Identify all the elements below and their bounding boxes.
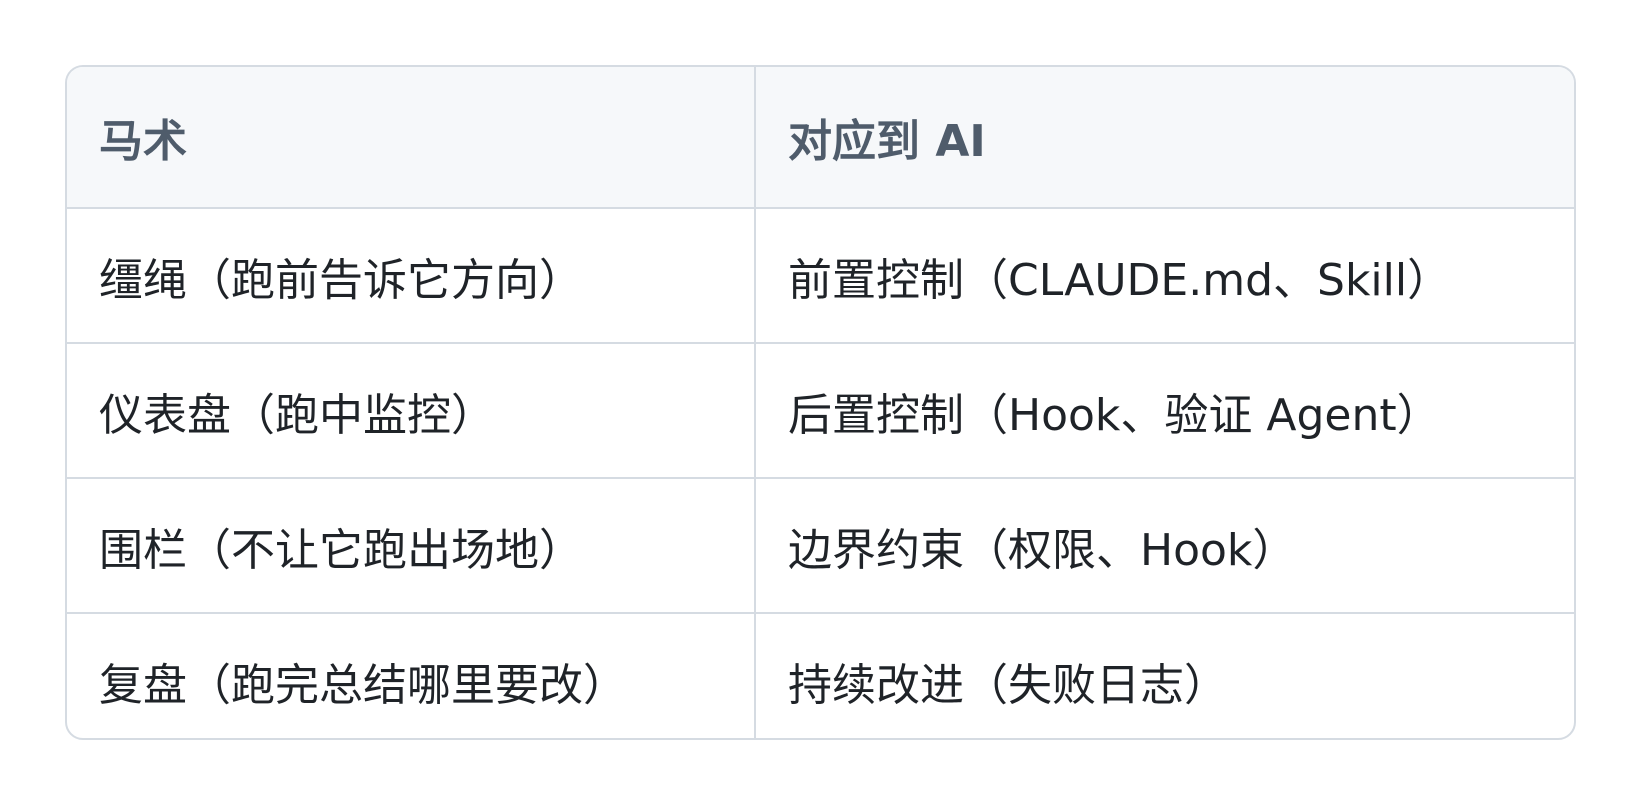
table-row: 仪表盘（跑中监控） 后置控制（Hook、验证 Agent） bbox=[67, 343, 1574, 479]
table-cell: 仪表盘（跑中监控） bbox=[67, 343, 756, 479]
table-cell: 后置控制（Hook、验证 Agent） bbox=[755, 343, 1574, 479]
table-cell: 边界约束（权限、Hook） bbox=[755, 478, 1574, 614]
table-cell: 复盘（跑完总结哪里要改） bbox=[67, 613, 756, 738]
table-row: 复盘（跑完总结哪里要改） 持续改进（失败日志） bbox=[67, 613, 1574, 738]
table-cell: 围栏（不让它跑出场地） bbox=[67, 478, 756, 614]
table-cell: 缰绳（跑前告诉它方向） bbox=[67, 208, 756, 344]
table-cell: 持续改进（失败日志） bbox=[788, 659, 1228, 711]
comparison-table: 马术 对应到 AI 缰绳（跑前告诉它方向） 前置控制（CLAUDE.md、Ski… bbox=[65, 65, 1576, 740]
header-cell-ai-mapping: 对应到 AI bbox=[755, 67, 1574, 209]
table-row: 围栏（不让它跑出场地） 边界约束（权限、Hook） bbox=[67, 478, 1574, 614]
table-cell: 前置控制（CLAUDE.md、Skill） bbox=[755, 208, 1574, 344]
table: 马术 对应到 AI 缰绳（跑前告诉它方向） 前置控制（CLAUDE.md、Ski… bbox=[67, 67, 1574, 738]
table-header-row: 马术 对应到 AI bbox=[67, 67, 1574, 209]
table-row: 缰绳（跑前告诉它方向） 前置控制（CLAUDE.md、Skill） bbox=[67, 208, 1574, 344]
header-cell-horsemanship: 马术 bbox=[67, 67, 756, 209]
